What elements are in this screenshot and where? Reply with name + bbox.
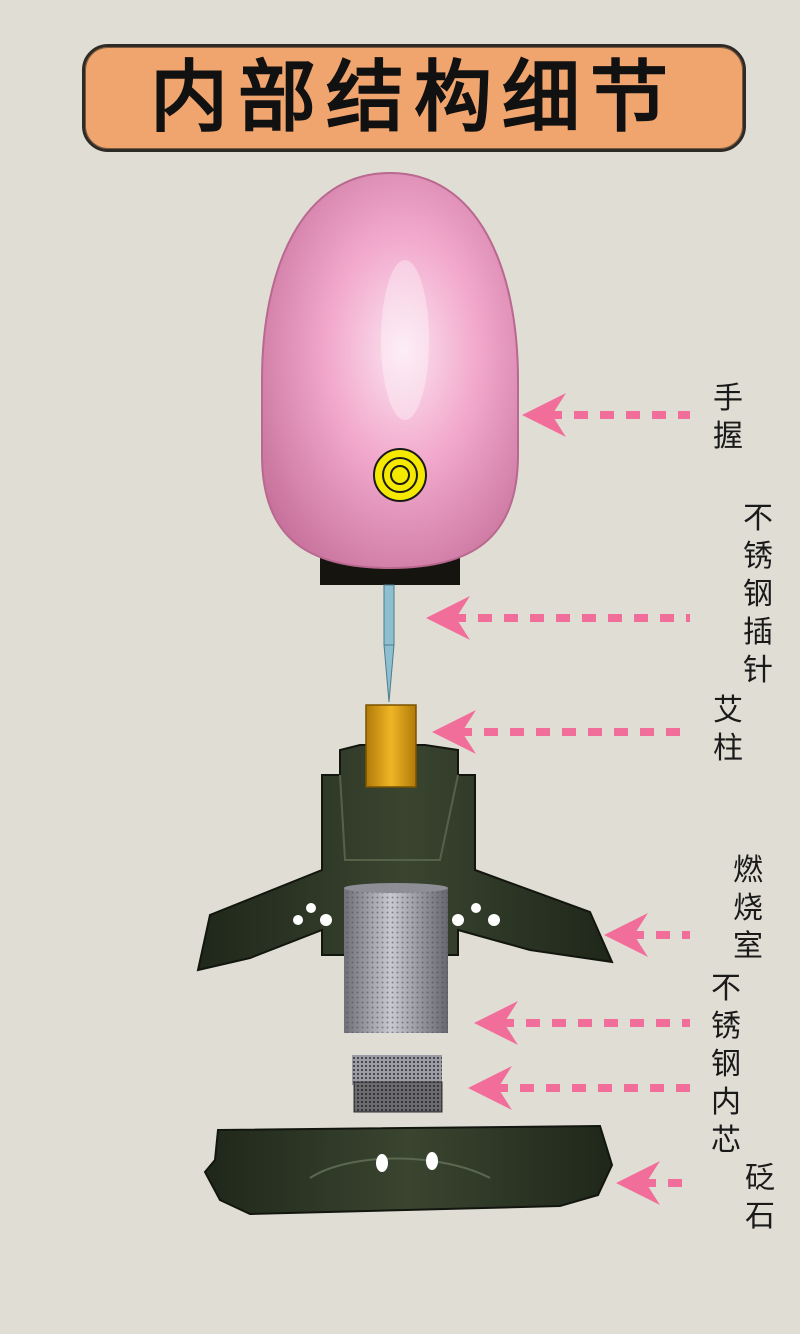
arrow-grip bbox=[522, 393, 690, 437]
bian-stone-part bbox=[203, 1124, 614, 1216]
inner-core-part bbox=[352, 1055, 443, 1113]
page-title: 内部结构细节 bbox=[149, 52, 678, 143]
arrow-needle bbox=[426, 596, 690, 640]
moxa-stick-part bbox=[365, 704, 417, 788]
label-moxa-stick: 艾柱 bbox=[713, 693, 743, 766]
needle-part bbox=[383, 584, 395, 703]
label-inner-core: 不锈钢内芯 bbox=[711, 971, 741, 1158]
title-banner: 内部结构细节 bbox=[82, 44, 746, 152]
arrow-inner-core bbox=[468, 1066, 690, 1110]
label-bian-stone: 砭石 bbox=[745, 1161, 775, 1234]
arrow-stone bbox=[616, 1161, 690, 1205]
button-icon bbox=[373, 448, 427, 502]
arrow-chamber bbox=[604, 913, 690, 957]
chamber-part bbox=[196, 744, 614, 972]
mesh-cylinder-part bbox=[344, 883, 448, 1033]
label-grip: 手握 bbox=[713, 381, 743, 454]
label-combustion-chamber: 燃烧室 bbox=[733, 853, 763, 964]
arrow-moxa bbox=[432, 710, 690, 754]
arrow-mesh bbox=[474, 1001, 690, 1045]
grip-part bbox=[261, 171, 519, 585]
label-needle: 不锈钢插针 bbox=[743, 501, 773, 688]
pointer-arrows bbox=[426, 393, 690, 1205]
